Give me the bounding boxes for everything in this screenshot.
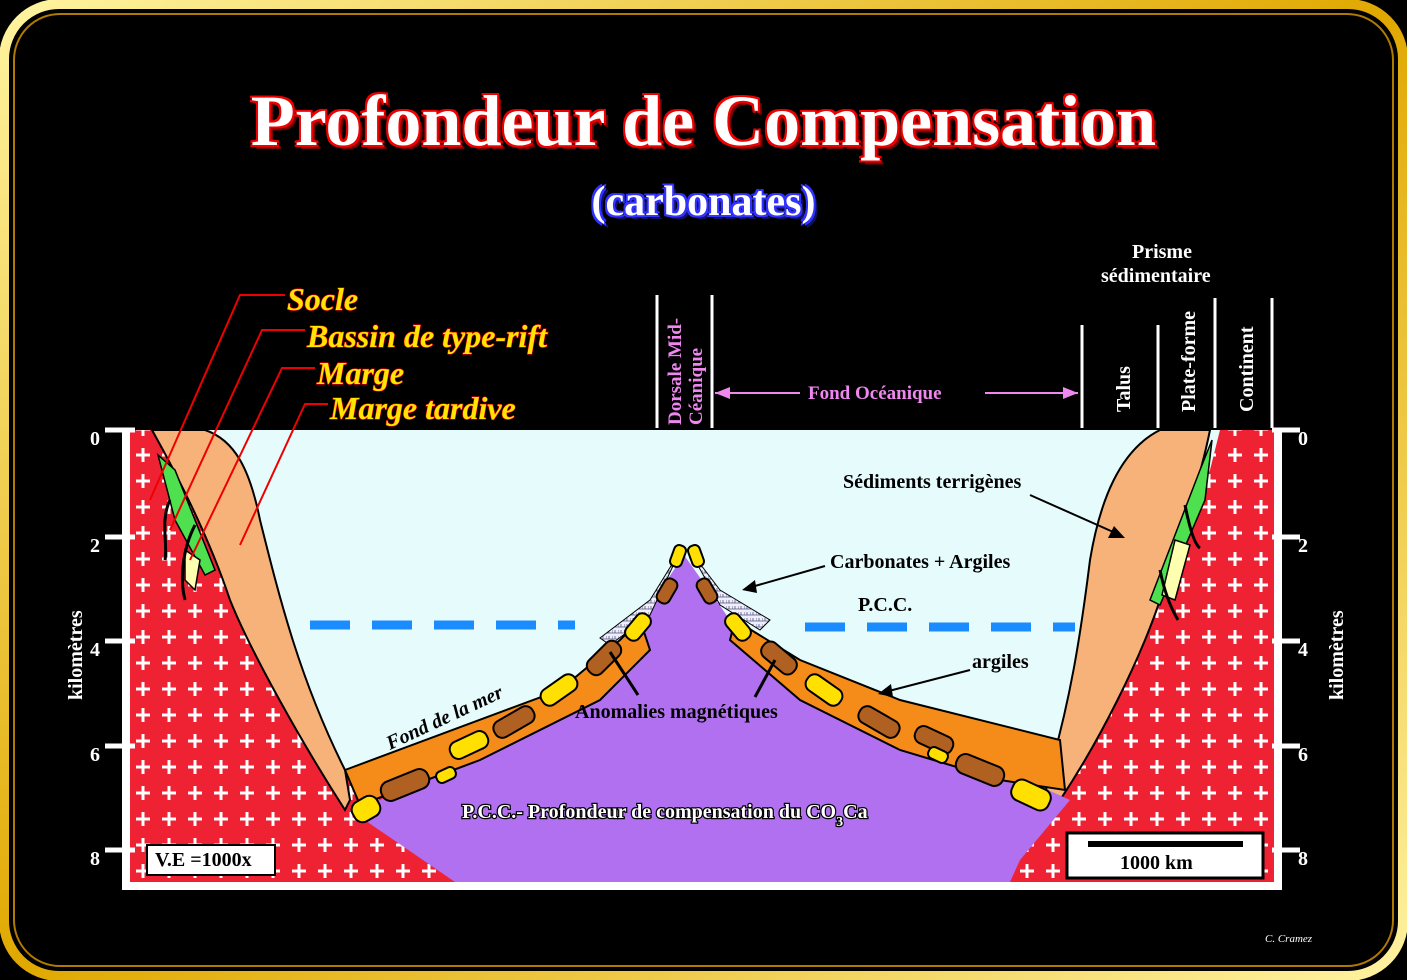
label-continent: Continent <box>1236 326 1258 412</box>
label-pcc: P.C.C. <box>858 594 912 616</box>
credit: C. Cramez <box>1265 933 1313 945</box>
tick-right-2: 2 <box>1298 535 1308 557</box>
label-carbonates-argiles: Carbonates + Argiles <box>830 551 1010 573</box>
label-marge-tardive: Marge tardive <box>329 390 516 426</box>
label-prisme-2: sédimentaire <box>1101 265 1211 287</box>
label-dorsale-2: Céanique <box>686 348 707 425</box>
label-anomalies: Anomalies magnétiques <box>575 701 778 723</box>
label-socle: Socle <box>287 281 358 317</box>
label-talus: Talus <box>1113 366 1135 412</box>
tick-left-4: 4 <box>90 639 100 661</box>
scale-box <box>1065 831 1265 880</box>
y-axis-label-left: kilomètres <box>65 610 87 700</box>
label-plate-forme: Plate-forme <box>1178 311 1200 412</box>
label-prisme-1: Prisme <box>1132 241 1192 263</box>
label-bassin: Bassin de type-rift <box>306 318 548 354</box>
left-rift-green <box>156 452 216 576</box>
tick-left-0: 0 <box>90 428 100 450</box>
page-subtitle: (carbonates) <box>591 179 816 225</box>
right-rift-green <box>1149 439 1213 607</box>
label-sediments-terrigenes: Sédiments terrigènes <box>843 471 1022 493</box>
label-argiles: argiles <box>972 651 1029 673</box>
y-axis-label-right: kilomètres <box>1326 610 1348 700</box>
label-ve: V.E =1000x <box>155 849 252 871</box>
label-dorsale-1: Dorsale Mid- <box>665 318 686 425</box>
label-fond-oceanique: Fond Océanique <box>808 383 942 404</box>
oceanic-crust <box>350 555 1070 882</box>
label-pcc-definition: P.C.C.- Profondeur de compensation du CO… <box>462 801 868 830</box>
tick-left-2: 2 <box>90 535 100 557</box>
dorsale-label-box: Dorsale Mid- Céanique <box>655 295 714 428</box>
ve-box <box>146 844 276 876</box>
left-margin-sediments <box>150 429 352 813</box>
right-rift-yellow <box>1161 539 1191 601</box>
tick-right-8: 8 <box>1298 848 1308 870</box>
tick-left-8: 8 <box>90 848 100 870</box>
label-scale: 1000 km <box>1120 852 1193 874</box>
page-title: Profondeur de Compensation <box>250 81 1157 161</box>
tick-right-0: 0 <box>1298 428 1308 450</box>
tick-right-6: 6 <box>1298 744 1308 766</box>
magnetic-anomalies <box>350 544 1052 824</box>
label-marge: Marge <box>316 355 404 391</box>
left-rift-yellow <box>184 548 201 592</box>
tick-right-4: 4 <box>1298 639 1308 661</box>
tick-left-6: 6 <box>90 744 100 766</box>
fond-oceanique-span: Fond Océanique <box>715 380 1078 406</box>
